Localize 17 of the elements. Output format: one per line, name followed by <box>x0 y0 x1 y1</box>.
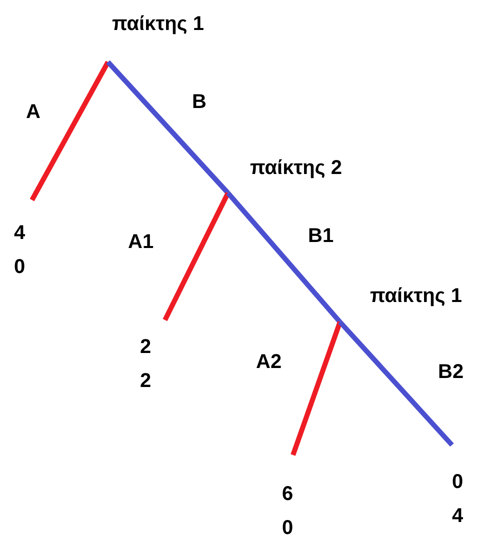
branch-line <box>162 192 230 322</box>
branch-line <box>290 321 342 456</box>
payoff-value: 6 <box>282 482 294 507</box>
payoff-value: 4 <box>14 221 26 246</box>
branch-line <box>338 320 454 447</box>
payoff-value: 2 <box>140 335 152 360</box>
payoff-value: 0 <box>452 470 464 495</box>
payoff-value: 0 <box>282 516 294 536</box>
payoff-value: 0 <box>14 255 26 280</box>
player-label: παίκτης 2 <box>250 156 342 180</box>
branch-line <box>226 191 342 324</box>
payoff-value: 4 <box>452 504 464 529</box>
payoff-value: 2 <box>140 369 152 394</box>
player-label: παίκτης 1 <box>112 12 204 36</box>
player-label: παίκτης 1 <box>370 284 462 308</box>
branch-line <box>30 60 110 202</box>
branch-line <box>106 60 230 195</box>
